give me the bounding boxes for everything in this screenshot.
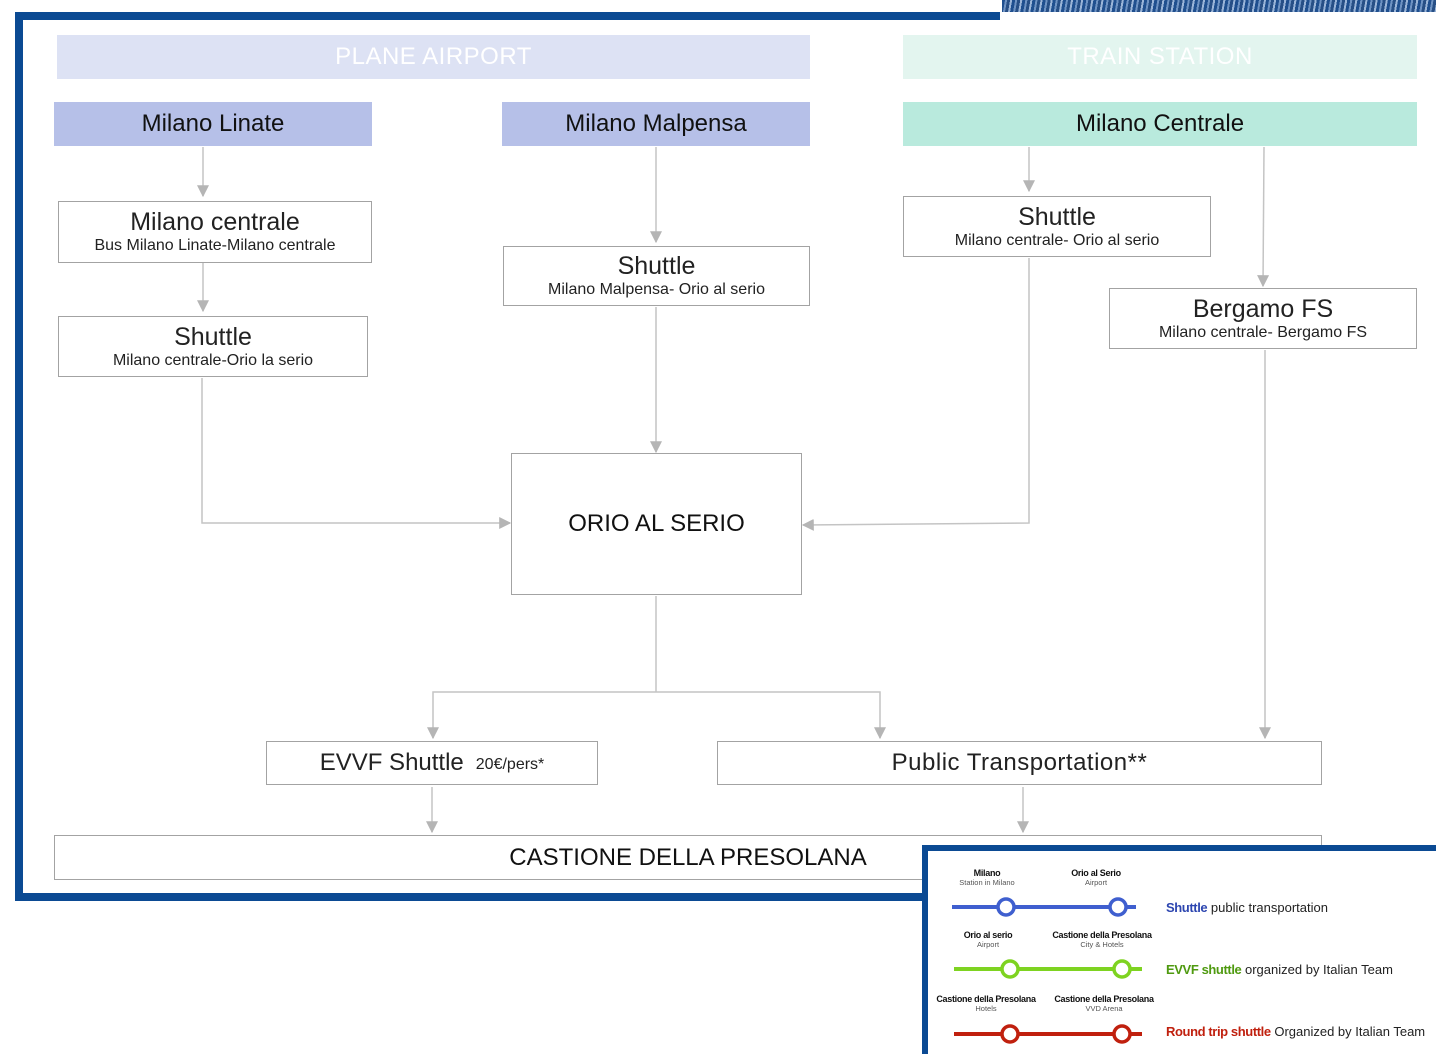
hub-orio-al-serio: ORIO AL SERIO	[511, 453, 802, 595]
step-malpensa-shuttle: Shuttle Milano Malpensa- Orio al serio	[503, 246, 810, 306]
step-subtitle: Milano centrale- Bergamo FS	[1158, 323, 1368, 341]
arrow-centrale-hub	[801, 258, 1030, 531]
step-title: Shuttle	[617, 252, 696, 280]
step-title: Shuttle	[1018, 202, 1096, 231]
step-linate-shuttle: Shuttle Milano centrale-Orio la serio	[58, 316, 368, 377]
destination-label: CASTIONE DELLA PRESOLANA	[509, 843, 867, 871]
origin-milano-malpensa: Milano Malpensa	[502, 102, 810, 146]
step-bergamo-fs: Bergamo FS Milano centrale- Bergamo FS	[1109, 288, 1417, 349]
arrow-linate-hub	[201, 378, 512, 529]
public-transportation-box: Public Transportation**	[717, 741, 1322, 785]
step-subtitle: Milano centrale-Orio la serio	[112, 351, 314, 369]
step-linate-bus: Milano centrale Bus Milano Linate-Milano…	[58, 201, 372, 263]
origin-milano-linate: Milano Linate	[54, 102, 372, 146]
arrow-centrale-bergamo	[1257, 146, 1270, 288]
origin-milano-centrale: Milano Centrale	[903, 102, 1417, 146]
plane-airport-band: PLANE AIRPORT	[57, 35, 810, 79]
legend-text-roundtrip: Round trip shuttle Organized by Italian …	[1166, 1024, 1426, 1039]
evvf-shuttle-box: EVVF Shuttle 20€/pers*	[266, 741, 598, 785]
step-title: Bergamo FS	[1192, 294, 1334, 323]
public-title: Public Transportation**	[891, 749, 1148, 776]
step-centrale-shuttle: Shuttle Milano centrale- Orio al serio	[903, 196, 1211, 257]
arrow-split-evvf	[427, 691, 656, 740]
evvf-price: 20€/pers*	[475, 756, 545, 773]
legend-line-red	[954, 1024, 1142, 1044]
step-subtitle: Milano Malpensa- Orio al serio	[548, 281, 765, 298]
legend-text-shuttle: Shuttle public transportation	[1166, 900, 1328, 915]
diagram-frame	[15, 12, 1000, 901]
legend-text-evvf: EVVF shuttle organized by Italian Team	[1166, 962, 1393, 977]
legend-line-green	[954, 959, 1142, 979]
train-station-band: TRAIN STATION	[903, 35, 1417, 79]
evvf-title: EVVF Shuttle	[319, 749, 464, 776]
hub-label: ORIO AL SERIO	[568, 510, 745, 537]
header-texture	[1002, 0, 1436, 12]
step-title: Milano centrale	[130, 208, 300, 236]
legend-line-blue	[952, 897, 1136, 917]
arrow-split-public	[656, 691, 886, 740]
step-subtitle: Bus Milano Linate-Milano centrale	[94, 237, 336, 254]
step-title: Shuttle	[174, 322, 252, 351]
step-subtitle: Milano centrale- Orio al serio	[954, 231, 1160, 249]
